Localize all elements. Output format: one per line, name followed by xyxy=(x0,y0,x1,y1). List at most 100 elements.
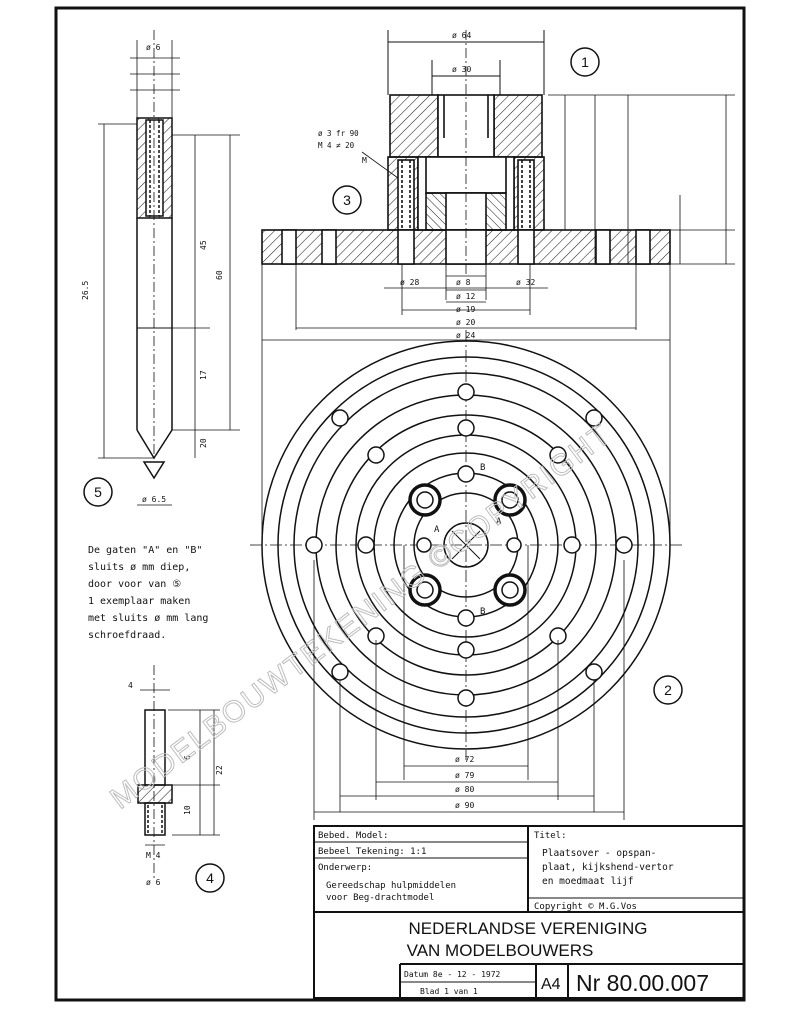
dim-label: ø 79 xyxy=(455,771,474,780)
part-balloon xyxy=(653,675,683,705)
bolt-hole xyxy=(585,663,603,681)
dim-label: 17 xyxy=(199,370,208,380)
thread-callout: ø 3 fr 90 M 4 ≠ 20 xyxy=(318,129,359,150)
dim-label: ø 20 xyxy=(456,318,475,327)
dim-label: 26.5 xyxy=(81,281,90,300)
part-balloons xyxy=(83,47,683,893)
part-number: 5 xyxy=(94,484,102,500)
dim-label: ø 6 xyxy=(146,878,161,887)
side-view-labels: 26.5 45 60 17 20 ø 6 ø 6.5 xyxy=(81,43,224,504)
dim-label: ø 6.5 xyxy=(142,495,166,504)
plan-view-large-holes xyxy=(408,483,527,607)
title-row-model: Bebed. Model: xyxy=(318,831,388,841)
dim-label: ø 64 xyxy=(452,31,471,40)
copyright-line: Copyright © M.G.Vos xyxy=(534,902,637,912)
title-label: Titel: xyxy=(534,831,567,841)
bolt-hole xyxy=(357,536,375,554)
dim-label: ø 12 xyxy=(456,292,475,301)
bolt-hole xyxy=(585,409,603,427)
dim-label: ø 30 xyxy=(452,65,471,74)
organisation: NEDERLANDSE VERENIGING VAN MODELBOUWERS xyxy=(407,919,648,960)
subject-text: Gereedschap hulpmiddelen voor Beg-drachtm… xyxy=(326,881,456,903)
dim-label: 45 xyxy=(199,240,208,250)
bolt-hole xyxy=(367,446,385,464)
text-line: Gereedschap hulpmiddelen xyxy=(326,881,456,891)
side-view-part-5 xyxy=(98,30,240,506)
bolt-hole xyxy=(615,536,633,554)
part-number: 2 xyxy=(664,682,672,698)
callout-leader xyxy=(361,151,399,179)
org-line-2: VAN MODELBOUWERS xyxy=(407,941,594,960)
dim-label: M 4 xyxy=(146,851,161,860)
text-line: en moedmaat lijf xyxy=(542,876,634,887)
bolt-hole xyxy=(563,536,581,554)
dim-label: 60 xyxy=(215,270,224,280)
bolt-hole xyxy=(549,446,567,464)
callout-line: M 4 ≠ 20 xyxy=(318,141,355,150)
part-balloon xyxy=(195,863,225,893)
dim-label: 22 xyxy=(215,765,224,775)
text-line: door voor van ⑤ xyxy=(88,579,181,590)
dim-label: ø 19 xyxy=(456,305,475,314)
bolt-hole xyxy=(331,409,349,427)
text-line: voor Beg-drachtmodel xyxy=(326,893,434,903)
bolt-hole xyxy=(457,419,475,437)
dim-label: ø 80 xyxy=(455,785,474,794)
note-text-block: De gaten "A" en "B"sluits ø mm diep,door… xyxy=(88,545,208,641)
part-balloon-numbers: 1 2 3 4 5 xyxy=(94,54,672,886)
part-balloon xyxy=(332,185,362,215)
pin-view-part-4 xyxy=(137,665,220,880)
bolt-hole xyxy=(457,641,475,659)
hole-label: A xyxy=(496,517,502,527)
text-line: plaat, kijkshend-vertor xyxy=(542,862,674,873)
dim-label: ø 90 xyxy=(455,801,474,810)
dim-label: ø 28 xyxy=(400,278,419,287)
part-number: 1 xyxy=(581,54,589,70)
plan-view-holes xyxy=(305,383,633,707)
sheet-row: Blad 1 van 1 xyxy=(420,987,478,996)
hole-label: B xyxy=(480,607,485,617)
plan-lower-dim-labels: ø 72 ø 79 ø 80 ø 90 xyxy=(455,755,474,810)
dim-label: ø 32 xyxy=(516,278,535,287)
title-row-scale: Bebeel Tekening: 1:1 xyxy=(318,847,426,857)
bolt-hole xyxy=(457,465,475,483)
title-block-text: Bebed. Model: Bebeel Tekening: 1:1 Onder… xyxy=(318,831,637,996)
dim-label: 6 xyxy=(183,755,192,760)
pin-view-labels: 4 6 10 22 M 4 ø 6 xyxy=(128,681,224,887)
hole-label: A xyxy=(434,525,440,535)
sheet-border xyxy=(54,6,746,1002)
part-number: 3 xyxy=(343,192,351,208)
org-line-1: NEDERLANDSE VERENIGING xyxy=(409,919,648,938)
dim-label: ø 72 xyxy=(455,755,474,764)
part-balloon xyxy=(570,47,600,77)
text-line: 1 exemplaar maken xyxy=(88,596,190,607)
title-block xyxy=(313,825,745,999)
dim-label: ø 6 xyxy=(146,43,161,52)
bolt-hole xyxy=(457,609,475,627)
part-number: 4 xyxy=(206,870,214,886)
text-line: Plaatsover - opspan- xyxy=(542,848,656,859)
text-line: sluits ø mm diep, xyxy=(88,562,190,573)
title-row-subject: Onderwerp: xyxy=(318,863,372,873)
subject-text-block: Gereedschap hulpmiddelen voor Beg-drachtm… xyxy=(326,881,456,903)
dim-label: M xyxy=(362,156,367,165)
sheet-format: A4 xyxy=(541,976,561,993)
bolt-hole xyxy=(416,537,432,553)
dim-label: 20 xyxy=(199,438,208,448)
hole-label: B xyxy=(480,463,485,473)
date-row: Datum 8e - 12 - 1972 xyxy=(404,970,501,979)
bolt-hole xyxy=(506,537,522,553)
top-section-view xyxy=(261,30,735,345)
drawing-number: Nr 80.00.007 xyxy=(576,970,709,996)
hole-labels: A A B B xyxy=(434,463,502,617)
dim-label: ø 8 xyxy=(456,278,471,287)
bolt-hole xyxy=(457,689,475,707)
text-line: met sluits ø mm lang xyxy=(88,613,208,624)
bolt-hole xyxy=(331,663,349,681)
part-balloon xyxy=(83,477,113,507)
bolt-hole xyxy=(305,536,323,554)
callout-line: ø 3 fr 90 xyxy=(318,129,359,138)
dim-label: 4 xyxy=(128,681,133,690)
title-text: Plaatsover - opspan-plaat, kijkshend-ver… xyxy=(542,848,674,887)
